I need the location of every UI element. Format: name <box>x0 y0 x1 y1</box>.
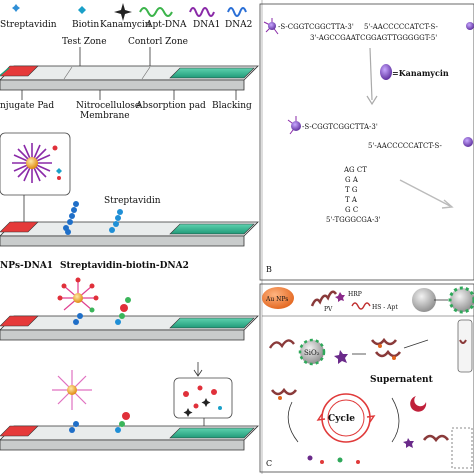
legend-biotin: Biotin <box>72 20 99 30</box>
cycle-diagram <box>316 393 376 443</box>
aptamer-hairpin: AG CT G A T G T A G C 5'-TGGGCGA-3' <box>326 166 381 224</box>
au-nps-icon <box>262 287 294 309</box>
streptavidin-icon <box>12 4 20 12</box>
panel-c: Au NPs PV HRP HS - Apt SiO₂ <box>259 283 474 473</box>
kanamycin-legend-label: =Kanamycin <box>392 68 449 78</box>
test-strip-3 <box>0 277 259 341</box>
membrane-label: Membrane <box>80 111 130 121</box>
sio2-particle-icon <box>268 338 326 366</box>
legend-kanamycin: Kanamycin <box>100 20 151 30</box>
dna1-wave-icon <box>189 7 215 17</box>
test-line-probes <box>63 201 79 235</box>
panel-b: -S-CGGTCGGCTTA-3' 5'-AACCCCCATCT-S- 3'-A… <box>259 3 474 281</box>
hairpin-row-4: G C <box>345 206 358 214</box>
pink-star-particle-icon <box>52 370 92 410</box>
aunp-probe-top-left-icon <box>263 18 279 35</box>
aunp-probe-mid-left-icon <box>287 116 301 135</box>
hs-apt-label: HS - Apt <box>372 304 398 311</box>
blacking-label: Blacking <box>212 101 252 111</box>
test-zone-label: Test Zone <box>62 37 107 47</box>
strip3-control-probes <box>115 297 131 325</box>
pv-strand-right-icon <box>422 434 450 443</box>
hairpin-row-2: T G <box>345 186 358 194</box>
strip4-control-probes <box>115 412 130 433</box>
cycle-arrow-left <box>287 401 299 443</box>
kanamycin-target-inset <box>173 362 233 419</box>
aunp-probe-top-right-icon <box>466 22 474 30</box>
streptavidin-label: Streptavidin <box>104 196 161 206</box>
legend-dna2: DNA2 <box>225 20 252 30</box>
aunp-probe-mid-right-icon <box>463 137 473 147</box>
inset-box <box>451 427 473 469</box>
hrp-icon <box>335 292 345 302</box>
test-strip-4 <box>0 362 259 451</box>
control-line-probes <box>109 209 123 233</box>
strip3-test-probes <box>73 313 83 325</box>
test-strip-2 <box>0 201 259 247</box>
strep-biotin-dna2-label: Streptavidin-biotin-DNA2 <box>60 261 189 271</box>
supernatant-label: Supernatent <box>370 375 434 385</box>
pv-label: PV <box>324 306 333 313</box>
legend-row: Streptavidin Biotin Kanamycin Apt-DNA DN… <box>0 3 252 30</box>
legend-dna1: DNA1 <box>193 20 220 30</box>
conjugate-pad-label: njugate Pad <box>0 101 54 111</box>
hrp-label: HRP <box>348 291 362 298</box>
hairpin-stem: 5'-TGGGCGA-3' <box>326 216 381 224</box>
hrp-cluster-icon <box>334 350 348 364</box>
kanamycin-icon <box>114 3 132 21</box>
seq-bottom: 3'-AGCCGAATCGGAGTTGGGGGT-5' <box>310 34 437 42</box>
panel-b-frame <box>259 3 474 281</box>
hairpin-row-0: AG CT <box>343 166 367 174</box>
aunps-dna1-label: NPs-DNA1 <box>0 261 53 271</box>
legend-apt-dna: Apt-DNA <box>145 20 187 30</box>
silica-sphere-icon <box>412 288 436 312</box>
hairpin-row-3: T A <box>345 196 358 204</box>
red-crescent-icon <box>410 396 427 412</box>
strip4-test-probes <box>69 421 79 433</box>
hairpin-row-1: G A <box>345 176 359 184</box>
red-probe-aggregate-icon <box>57 277 99 313</box>
bottom-molecules-icon <box>307 455 360 464</box>
apt-dna-wave-icon <box>139 7 173 17</box>
panel-c-frame <box>259 283 474 473</box>
pv-aggregate-icon <box>370 337 402 360</box>
dna2-wave-icon <box>227 7 247 17</box>
panel-c-label: C <box>266 459 272 468</box>
seq-mid-right: 5'-AACCCCCATCT-S- <box>368 142 443 150</box>
aunp-dna1-inset <box>0 132 71 196</box>
seq-top-right: 5'-AACCCCCATCT-S- <box>364 23 439 31</box>
silica-sphere-functionalized-icon <box>448 286 474 314</box>
legend-streptavidin: Streptavidin <box>0 20 57 30</box>
panel-b-label: B <box>266 265 272 274</box>
hs-apt-wave-icon <box>351 302 371 310</box>
panel-a: Streptavidin Biotin Kanamycin Apt-DNA DN… <box>0 3 259 451</box>
aunp-dna1-particle-icon <box>12 143 52 183</box>
cycle-arrow-right <box>391 397 400 443</box>
biotin-icon <box>78 6 86 14</box>
pv-icon <box>310 290 338 307</box>
arrow-down <box>369 47 373 101</box>
au-nps-label: Au NPs <box>265 296 288 303</box>
nitrocellulose-label: Nitrocellulose <box>76 101 140 111</box>
pv-strand-left-icon <box>270 387 298 400</box>
kanamycin-pill-icon <box>380 64 392 80</box>
absorption-pad-label: Absorption pad <box>135 101 206 111</box>
sio2-label: SiO₂ <box>304 349 320 357</box>
cycle-label: Cycle <box>328 414 355 424</box>
seq-mid-left: -S-CGGTCGGCTTA-3' <box>302 123 378 131</box>
hrp-small-bottom-icon <box>403 438 414 448</box>
seq-top-left: -S-CGGTCGGCTTA-3' <box>278 23 354 31</box>
arrow-diagonal <box>399 179 451 207</box>
control-zone-label: Contorl Zone <box>128 37 188 47</box>
tube-icon <box>457 319 473 373</box>
test-strip-1 <box>0 65 259 91</box>
